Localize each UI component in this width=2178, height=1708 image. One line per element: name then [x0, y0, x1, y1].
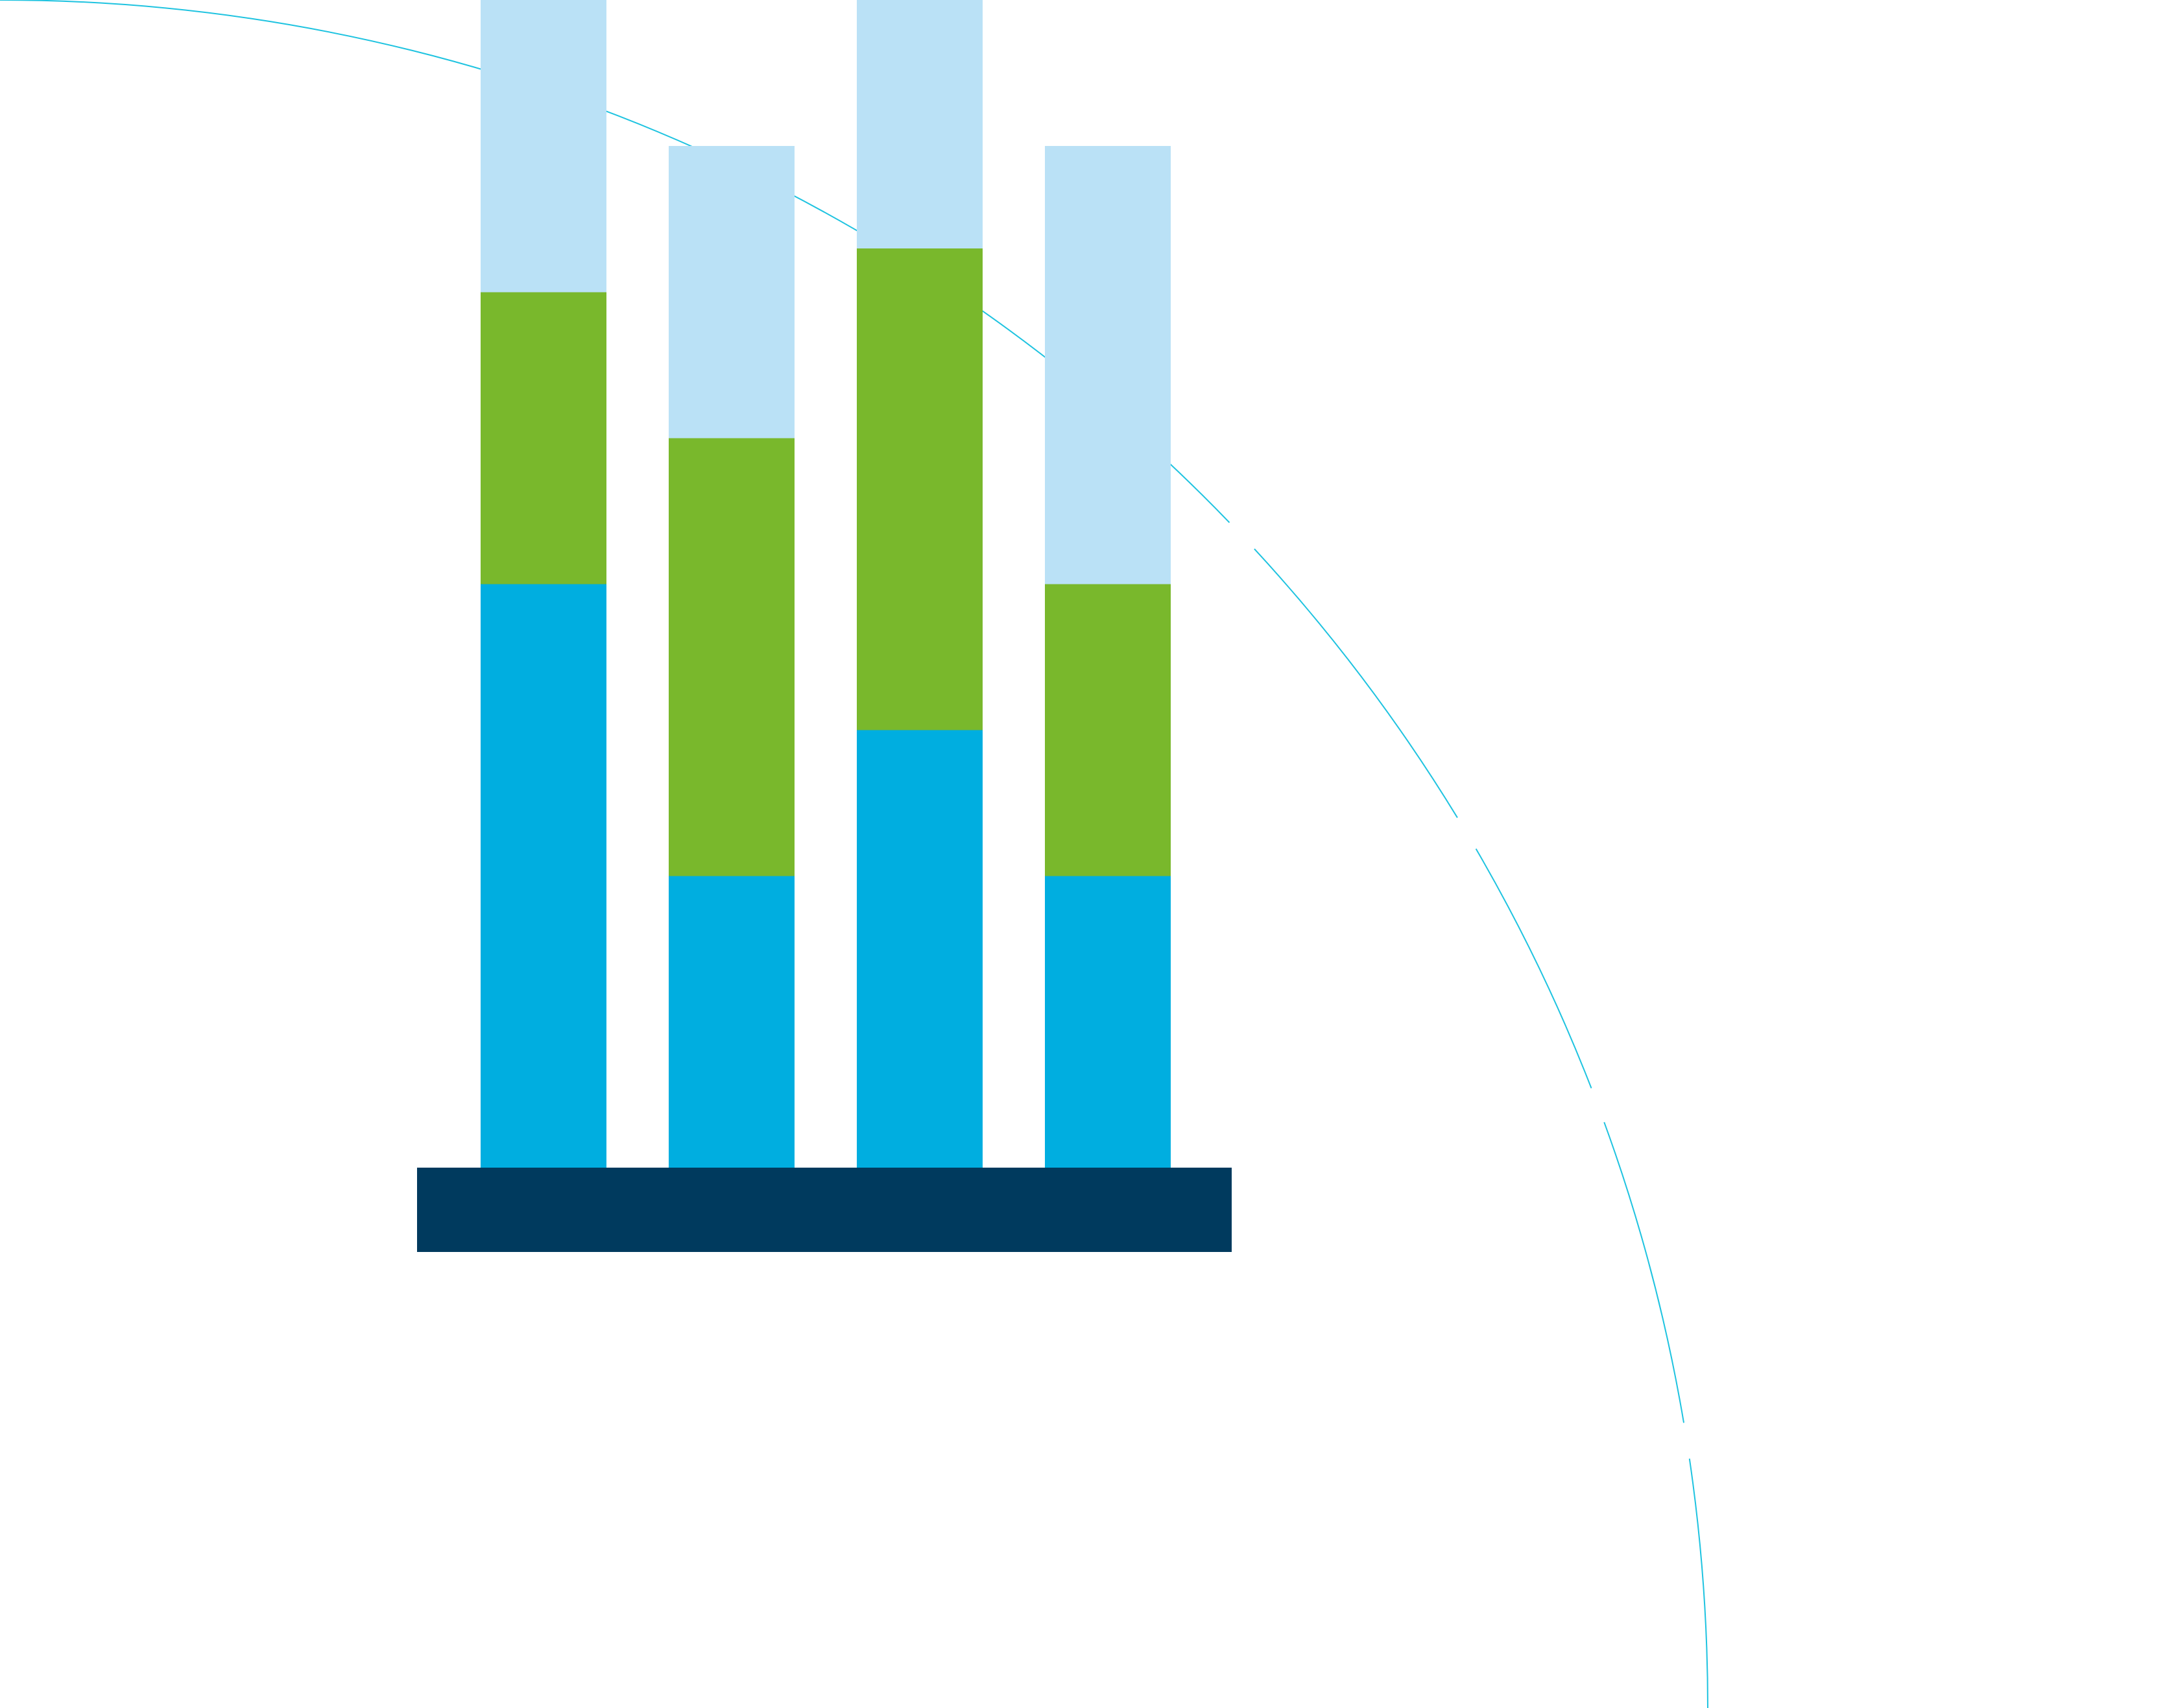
- dashed-quarter-arc: [0, 0, 1708, 1708]
- bar-2-top-segment: [669, 146, 795, 439]
- bar-1-middle-segment: [481, 292, 606, 584]
- bar-4-bottom-segment: [1045, 876, 1171, 1168]
- bar-4-top-segment: [1045, 146, 1171, 584]
- chart-base: [417, 1168, 1232, 1252]
- bar-2-bottom-segment: [669, 876, 795, 1168]
- bar-4-middle-segment: [1045, 584, 1171, 876]
- bar-1-bottom-segment: [481, 584, 606, 1168]
- bar-2-middle-segment: [669, 438, 795, 876]
- bar-3-middle-segment: [857, 248, 983, 730]
- bar-3-top-segment: [857, 0, 983, 248]
- stacked-bar-chart-icon: [417, 0, 1232, 1252]
- bar-3-bottom-segment: [857, 730, 983, 1168]
- bar-1-top-segment: [481, 0, 606, 293]
